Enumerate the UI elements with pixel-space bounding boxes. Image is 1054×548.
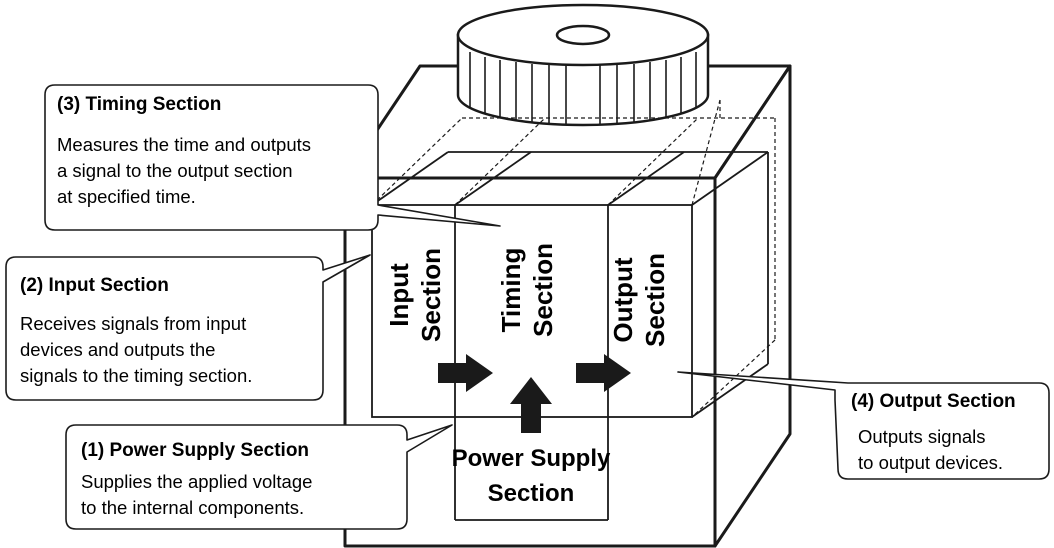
power-supply-section-label-line1: Power Supply (452, 445, 611, 472)
output-callout-title: (4) Output Section (851, 391, 1016, 412)
power-to-timing-arrow-icon (510, 377, 552, 433)
output-section-label-line2: Section (640, 253, 670, 347)
timing-section-label-line1: Timing (496, 248, 526, 333)
input-section-label-line1: Input (384, 263, 414, 327)
output-callout: (4) Output Section Outputs signals to ou… (851, 391, 1016, 473)
output-section-label-line1: Output (608, 257, 638, 343)
power-supply-callout-line: Supplies the applied voltage (81, 471, 312, 492)
input-callout-line: signals to the timing section. (20, 365, 252, 386)
input-callout-box (5, 254, 371, 401)
timing-callout-title: (3) Timing Section (57, 94, 221, 115)
output-callout-line: to output devices. (858, 452, 1003, 473)
input-callout-line: devices and outputs the (20, 339, 215, 360)
input-callout-line: Receives signals from input (20, 313, 246, 334)
timing-section-label-line2: Section (528, 243, 558, 337)
power-supply-callout-title: (1) Power Supply Section (81, 440, 309, 461)
timing-callout-line: Measures the time and outputs (57, 134, 311, 155)
output-callout-box (677, 371, 1050, 480)
power-supply-callout-line: to the internal components. (81, 497, 304, 518)
timing-callout: (3) Timing Section Measures the time and… (57, 94, 311, 207)
power-supply-callout-box (65, 424, 453, 530)
power-supply-section-label-line2: Section (488, 480, 575, 507)
knob-center (555, 24, 611, 46)
input-to-timing-arrow-icon (438, 354, 493, 392)
knob-ridges (469, 52, 697, 125)
timing-to-output-arrow-icon (576, 354, 631, 392)
input-section-label-line2: Section (416, 248, 446, 342)
input-callout: (2) Input Section Receives signals from … (20, 275, 252, 386)
output-callout-line: Outputs signals (858, 426, 986, 447)
input-callout-title: (2) Input Section (20, 275, 169, 296)
flow-arrows (438, 354, 631, 433)
timing-callout-line: a signal to the output section (57, 160, 293, 181)
timing-callout-line: at specified time. (57, 186, 196, 207)
dial-knob (456, 3, 710, 127)
power-supply-callout: (1) Power Supply Section Supplies the ap… (81, 440, 312, 518)
timing-callout-box (44, 84, 501, 231)
